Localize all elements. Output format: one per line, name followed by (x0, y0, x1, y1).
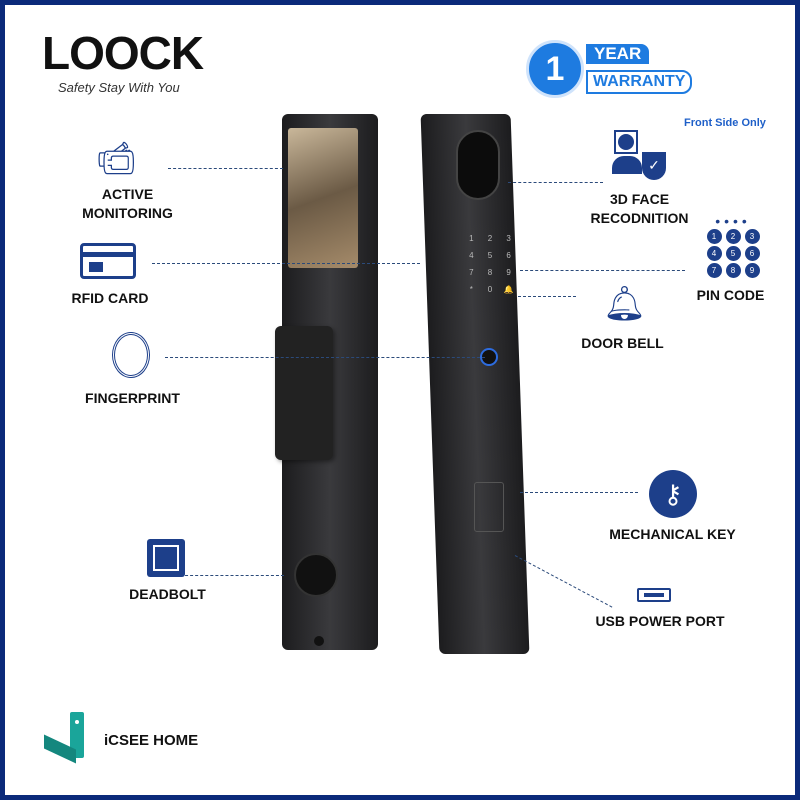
label-line: RECODNITION (590, 210, 689, 226)
label-usb-port: USB POWER PORT (595, 613, 725, 629)
face-recognition-icon: ✓ (610, 126, 670, 182)
connector-line (518, 296, 576, 297)
keypad-key[interactable]: 1 (469, 234, 474, 243)
keypad-key[interactable]: * (469, 285, 473, 294)
connector-line (180, 575, 284, 576)
keypad-key[interactable]: 🔔 (503, 285, 514, 294)
icsee-logo-icon (44, 712, 90, 766)
pin-digit: 7 (706, 263, 722, 278)
label-door-bell: DOOR BELL (581, 335, 664, 351)
label-active-monitoring: ACTIVE MONITORING (70, 185, 185, 223)
lock-handle[interactable] (275, 326, 333, 460)
pin-digit: 8 (725, 263, 741, 278)
pin-digit: 5 (725, 246, 741, 261)
pin-digit: 9 (744, 263, 760, 278)
label-pin-code: PIN CODE (696, 287, 765, 303)
warranty-text: WARRANTY (586, 70, 693, 94)
keypad-key[interactable]: 4 (469, 251, 474, 260)
warranty-number: 1 (526, 40, 584, 98)
deadbolt-knob[interactable] (294, 553, 338, 597)
keypad-key[interactable]: 9 (506, 268, 511, 277)
pin-digit: 6 (744, 246, 760, 261)
connector-line (520, 492, 638, 493)
connector-line (168, 168, 283, 169)
rfid-card-icon (80, 243, 136, 279)
key-cover[interactable] (474, 482, 504, 532)
usb-port-icon (637, 588, 671, 602)
label-line: MONITORING (82, 205, 173, 221)
pin-digit: 4 (706, 246, 722, 261)
connector-line (165, 357, 485, 358)
pin-digit: 3 (744, 229, 760, 244)
key-icon: ⚷ (649, 470, 697, 518)
keypad-key[interactable]: 6 (506, 251, 511, 260)
keypad-key[interactable]: 3 (506, 234, 511, 243)
label-line: ACTIVE (101, 186, 154, 202)
keypad-key[interactable]: 2 (487, 234, 493, 243)
footer-brand: iCSEE HOME (104, 732, 199, 749)
connector-line (520, 270, 685, 271)
keypad-key[interactable]: 8 (487, 268, 493, 277)
label-rfid-card: RFID CARD (71, 290, 149, 306)
front-side-note: Front Side Only (684, 117, 766, 129)
label-3d-face: 3D FACE RECODNITION (582, 190, 697, 228)
deadbolt-icon (147, 539, 185, 577)
connector-line (508, 182, 603, 183)
cctv-camera-icon: 📹︎ (96, 140, 137, 176)
brand-logo: LOOCK (42, 27, 204, 79)
pin-digit: 1 (706, 229, 722, 244)
lock-screen (288, 128, 358, 268)
fingerprint-icon (112, 332, 150, 378)
keypad[interactable]: 1 2 3 4 5 6 7 8 9 * 0 🔔 (462, 232, 518, 302)
face-camera (456, 130, 500, 200)
connector-line (152, 263, 420, 264)
brand-tagline: Safety Stay With You (58, 80, 180, 95)
keypad-key[interactable]: 5 (487, 251, 493, 260)
warranty-badge: 1 YEAR WARRANTY (526, 40, 693, 100)
label-mechanical-key: MECHANICAL KEY (609, 526, 736, 542)
label-line: 3D FACE (609, 191, 670, 207)
bell-icon: 🔔︎ (603, 285, 647, 323)
keypad-key[interactable]: 7 (469, 268, 474, 277)
warranty-year: YEAR (586, 44, 650, 64)
keypad-key[interactable]: 0 (487, 285, 493, 294)
pin-digit: 2 (725, 229, 741, 244)
label-fingerprint: FINGERPRINT (85, 390, 180, 406)
label-deadbolt: DEADBOLT (129, 586, 206, 602)
keyhole (314, 636, 324, 646)
